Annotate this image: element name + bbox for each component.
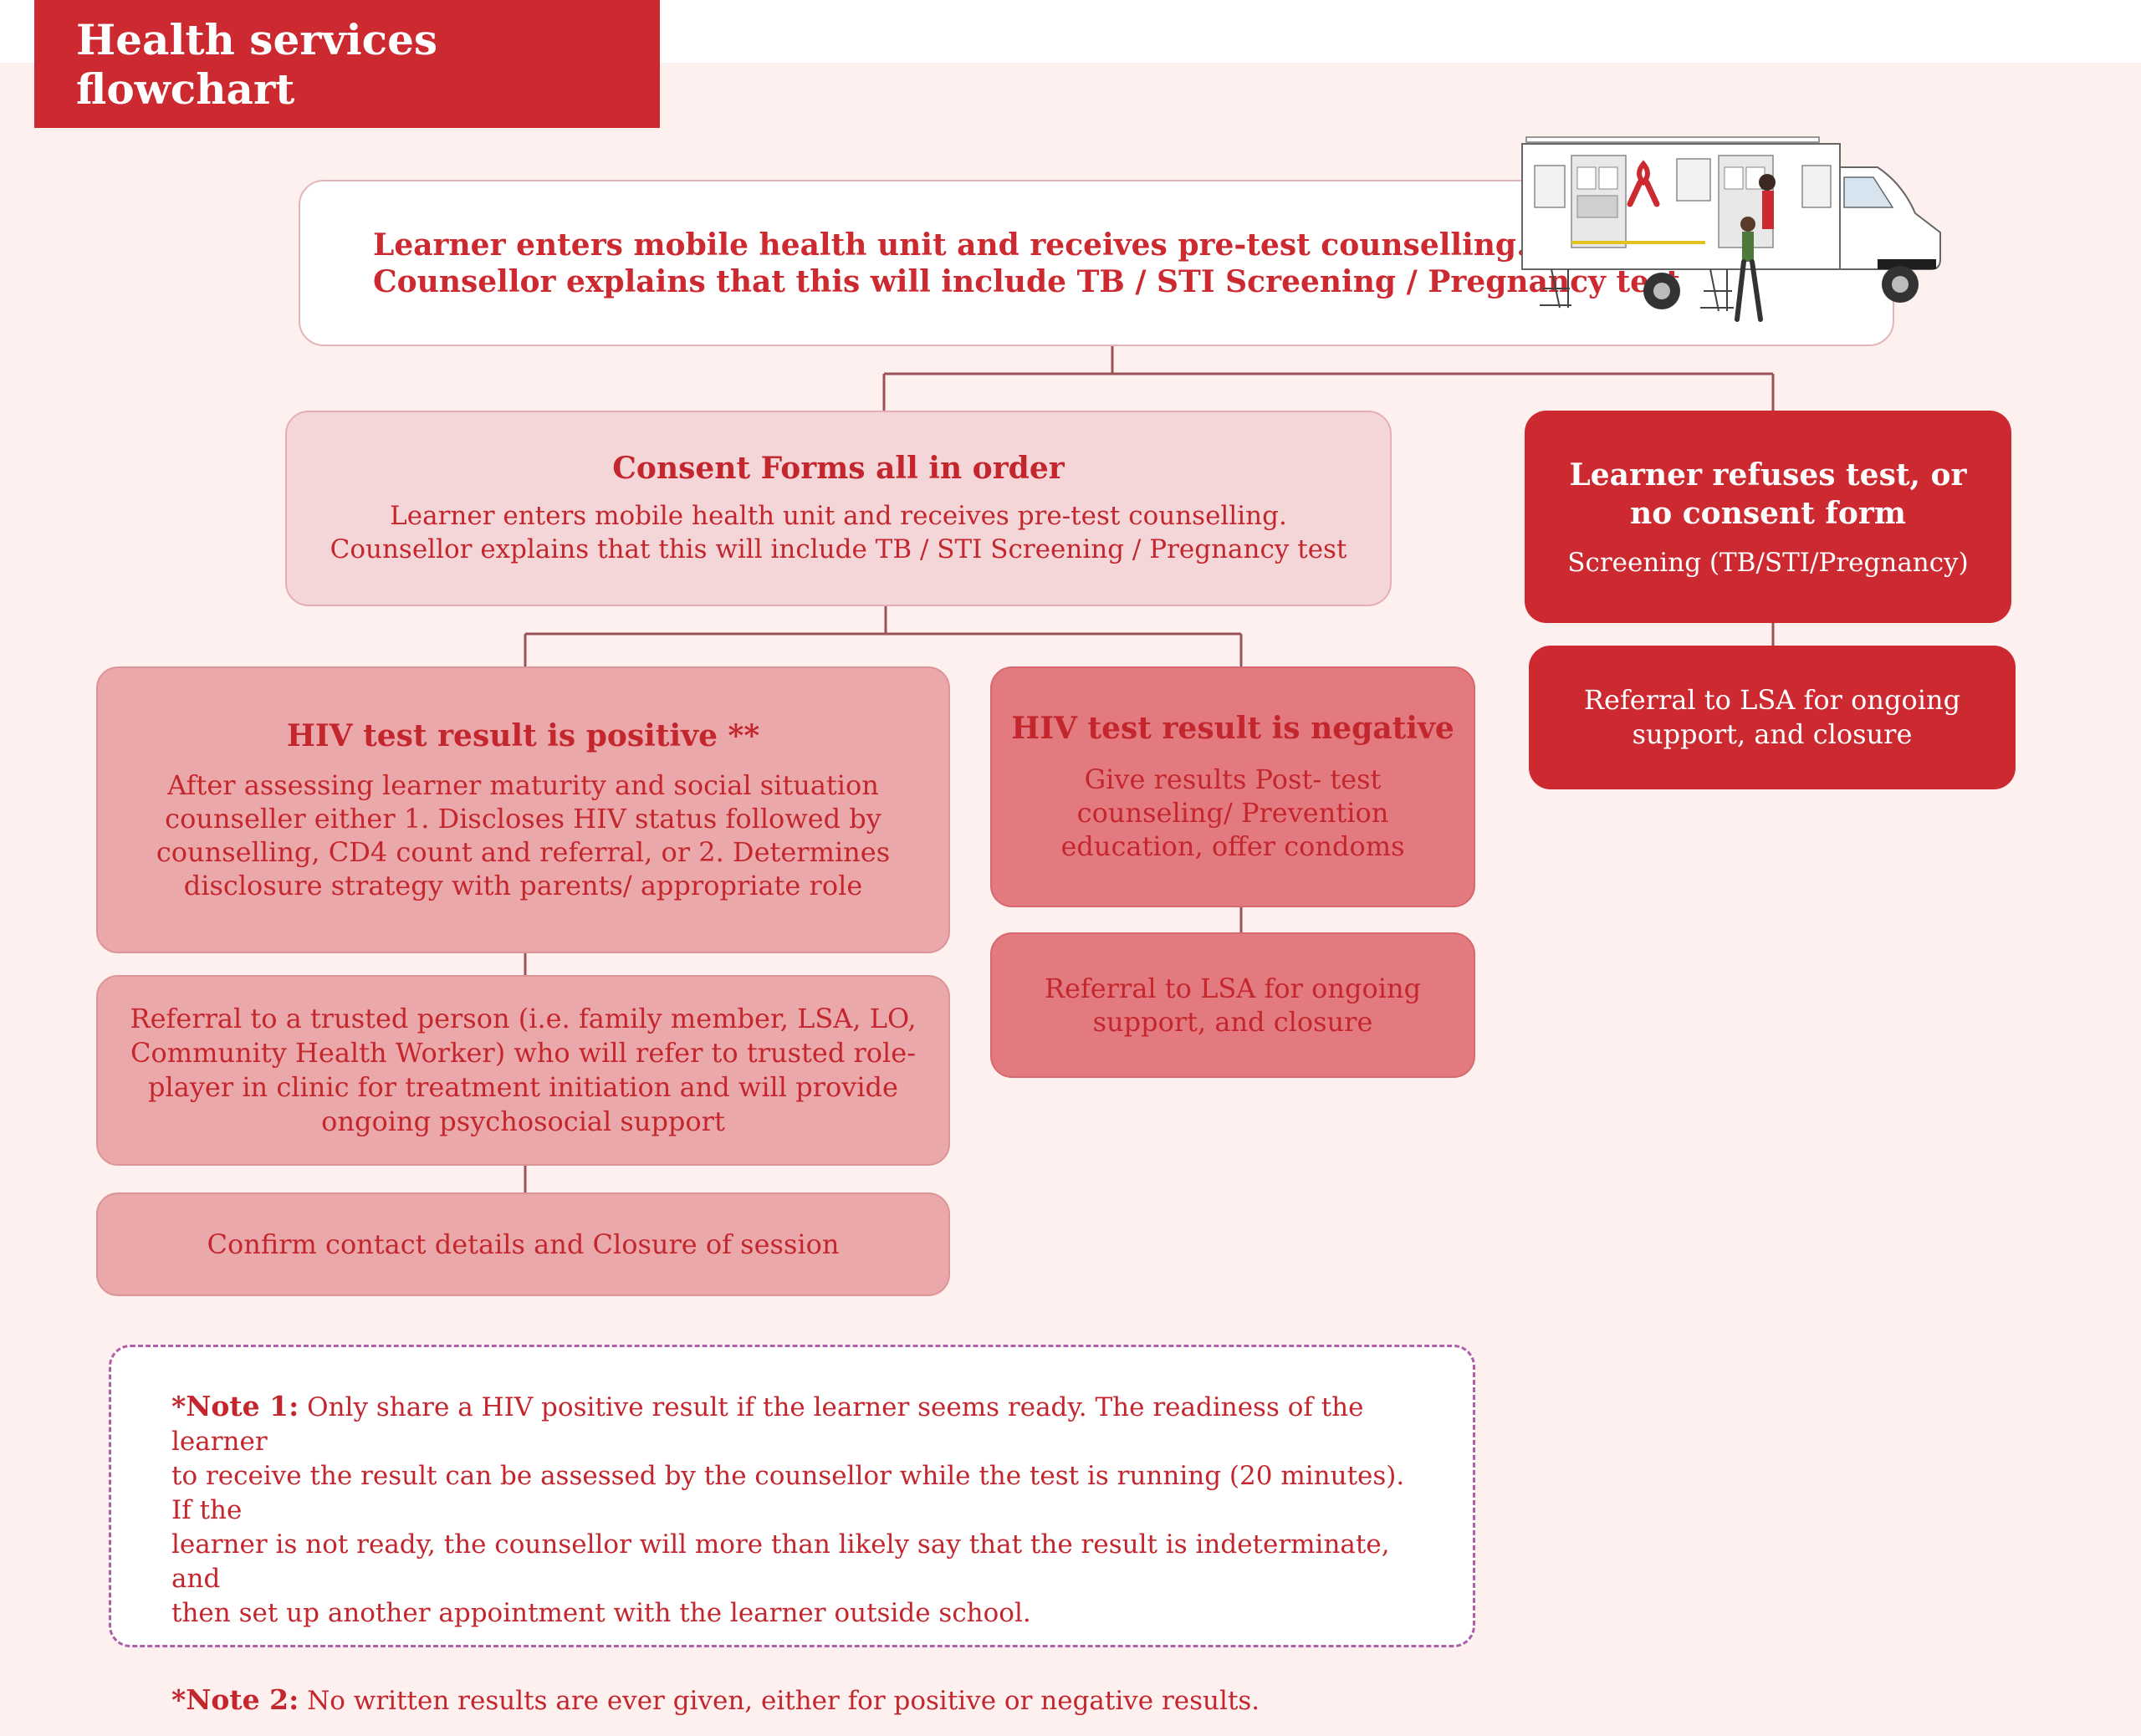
step-pre-test-line1: Learner enters mobile health unit and re… bbox=[373, 227, 1527, 263]
refuse-heading-line1: Learner refuses test, or bbox=[1569, 457, 1967, 493]
note-2-label: *Note 2: bbox=[171, 1683, 299, 1716]
note-1-label: *Note 1: bbox=[171, 1390, 299, 1422]
consent-line2: Counsellor explains that this will inclu… bbox=[330, 534, 1347, 564]
refuse-body: Screening (TB/STI/Pregnancy) bbox=[1567, 548, 1969, 578]
step-pre-test-line2: Counsellor explains that this will inclu… bbox=[373, 263, 1680, 299]
consent-line1: Learner enters mobile health unit and re… bbox=[390, 501, 1287, 531]
negative-line1: Give results Post- test bbox=[1084, 763, 1382, 795]
trusted-line4: ongoing psychosocial support bbox=[321, 1105, 725, 1137]
note-1: *Note 1: Only share a HIV positive resul… bbox=[171, 1389, 1414, 1631]
note-2: *Note 2: No written results are ever giv… bbox=[171, 1682, 1414, 1718]
page-title-text: Health services flowchart bbox=[76, 14, 438, 114]
positive-line2: counseller either 1. Discloses HIV statu… bbox=[165, 802, 881, 835]
negative-line2: counseling/ Prevention bbox=[1076, 797, 1389, 829]
trusted-line3: player in clinic for treatment initiatio… bbox=[148, 1071, 898, 1103]
mobile-health-van-illustration bbox=[1521, 136, 1941, 322]
negative-line3: education, offer condoms bbox=[1060, 830, 1405, 862]
step-negative-referral: Referral to LSA for ongoing support, and… bbox=[990, 932, 1475, 1078]
page-title: Health services flowchart bbox=[34, 0, 660, 128]
step-trusted-person-referral: Referral to a trusted person (i.e. famil… bbox=[96, 975, 950, 1166]
red-ribbon-icon bbox=[1627, 160, 1660, 207]
trusted-line1: Referral to a trusted person (i.e. famil… bbox=[130, 1003, 917, 1034]
positive-line4: disclosure strategy with parents/ approp… bbox=[183, 869, 863, 901]
trusted-line2: Community Health Worker) who will refer … bbox=[130, 1037, 917, 1069]
connector-consent-branch bbox=[524, 606, 1243, 666]
step-confirm-closure: Confirm contact details and Closure of s… bbox=[96, 1192, 950, 1296]
notes-panel: *Note 1: Only share a HIV positive resul… bbox=[109, 1345, 1475, 1716]
positive-line3: counselling, CD4 count and referral, or … bbox=[156, 835, 891, 868]
note-1-line1: Only share a HIV positive result if the … bbox=[171, 1392, 1364, 1457]
note-1-line4: then set up another appointment with the… bbox=[171, 1598, 1031, 1628]
negative-referral-line2: support, and closure bbox=[1092, 1006, 1373, 1038]
note-1-line3: learner is not ready, the counsellor wil… bbox=[171, 1529, 1390, 1594]
refuse-referral-line1: Referral to LSA for ongoing bbox=[1583, 684, 1961, 716]
negative-heading: HIV test result is negative bbox=[1011, 711, 1454, 746]
refuse-referral-line2: support, and closure bbox=[1632, 718, 1913, 750]
step-hiv-positive: HIV test result is positive ** After ass… bbox=[96, 666, 950, 953]
connector-top-branch bbox=[882, 346, 1775, 411]
positive-line1: After assessing learner maturity and soc… bbox=[167, 768, 879, 801]
refuse-heading-line2: no consent form bbox=[1630, 496, 1906, 531]
step-learner-refuses: Learner refuses test, or no consent form… bbox=[1525, 411, 2011, 623]
note-1-line2: to receive the result can be assessed by… bbox=[171, 1461, 1405, 1525]
positive-heading: HIV test result is positive ** bbox=[286, 717, 760, 753]
consent-heading: Consent Forms all in order bbox=[612, 451, 1065, 486]
step-consent-forms: Consent Forms all in order Learner enter… bbox=[285, 411, 1392, 606]
negative-referral-line1: Referral to LSA for ongoing bbox=[1044, 973, 1422, 1004]
confirm-text: Confirm contact details and Closure of s… bbox=[207, 1228, 840, 1260]
step-hiv-negative: HIV test result is negative Give results… bbox=[990, 666, 1475, 907]
step-refuse-referral: Referral to LSA for ongoing support, and… bbox=[1529, 646, 2016, 789]
note-2-text: No written results are ever given, eithe… bbox=[299, 1686, 1260, 1716]
